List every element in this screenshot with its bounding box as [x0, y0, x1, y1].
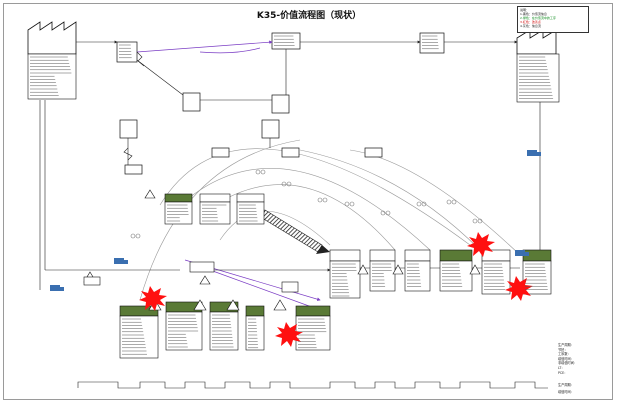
legend-line: 4.灰色：信息流: [520, 24, 541, 28]
lead-time-label: 生产周期：: [558, 383, 574, 387]
page-title: K35-价值流程图（现状）: [256, 11, 362, 21]
push-arrow-icon: [261, 209, 330, 254]
summary-line: PCE：: [558, 370, 568, 375]
summary-box: 生产周期： 节拍： 工序数： 增值时间： 非增值时间： LT： PCE：: [558, 343, 614, 375]
truck-icons: [50, 150, 541, 291]
summary-line: 增值时间：: [558, 356, 574, 361]
value-added-label: 增值时间：: [558, 390, 574, 394]
summary-line: 节拍：: [558, 347, 568, 352]
upper-process-boxes: [164, 193, 265, 225]
operator-icons: [130, 169, 483, 239]
timeline: [77, 381, 548, 389]
right-process-boxes: [329, 249, 552, 299]
box-text-lines: [30, 35, 554, 355]
legend-line: 2.绿色：在价值流中的工序: [520, 16, 556, 20]
bottom-process-boxes: [119, 301, 331, 359]
summary-line: 非增值时间：: [558, 361, 578, 366]
planning-boxes: [116, 32, 445, 175]
supermarket-hub: [83, 261, 299, 293]
summary-line: 工序数：: [558, 352, 571, 357]
legend-box: 说明： 1.黑色：价值流信息 2.绿色：在价值流中的工序 3.红色：改善点 4.…: [517, 6, 589, 33]
timeline-summary: 生产周期： 增值时间：: [558, 382, 614, 396]
legend-line: 3.红色：改善点: [520, 20, 541, 24]
legend-line: 说明：: [520, 8, 530, 12]
summary-line: 生产周期：: [558, 343, 574, 347]
customer-factory-icon: [516, 29, 560, 103]
kaizen-bursts: [139, 232, 533, 347]
electronic-links: [123, 51, 145, 161]
summary-line: LT：: [558, 365, 565, 370]
information-arcs: [139, 139, 521, 301]
legend-line: 1.黑色：价值流信息: [520, 12, 547, 16]
supplier-factory-icon: [27, 21, 77, 100]
